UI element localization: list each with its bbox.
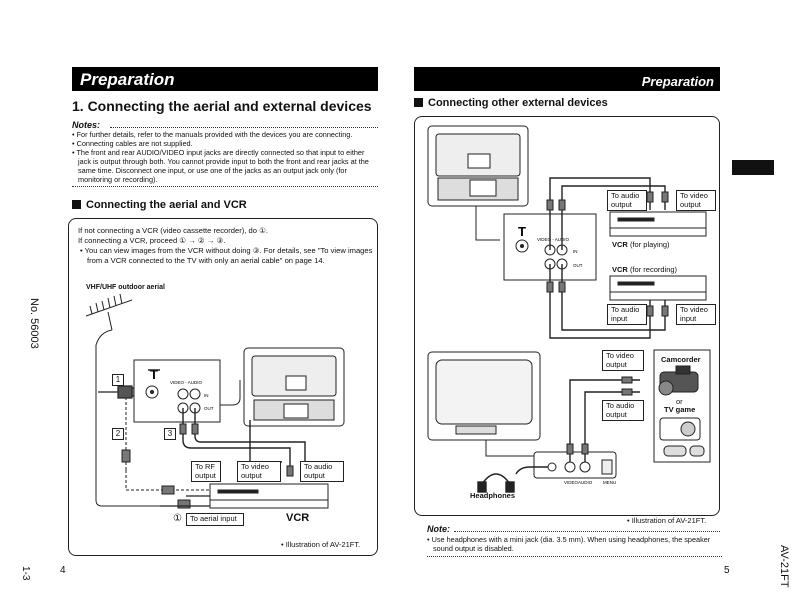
front-audio-label: AUDIO (578, 480, 593, 485)
vcr-icon (209, 483, 329, 509)
right-header-bar: Preparation (414, 67, 720, 91)
tv-game-label: TV game (664, 405, 696, 414)
intro-line: If not connecting a VCR (video cassette … (78, 226, 268, 235)
vcr-playing-label: VCR (for playing) (612, 240, 670, 249)
step1-marker: 1 (112, 374, 124, 386)
vcr-recording-label: VCR (for recording) (612, 265, 678, 274)
notes-title: Notes: (72, 120, 101, 130)
label-to-audio-input: To audio input (607, 304, 647, 325)
document-number: No. 56003 (28, 298, 40, 349)
label-to-video-output-right: To video output (676, 190, 716, 211)
note-item: • The front and rear AUDIO/VIDEO input j… (72, 148, 369, 184)
label-to-audio-output-right: To audio output (607, 190, 647, 211)
panel-in-label: IN (204, 393, 209, 398)
front-menu-label: MENU (603, 480, 616, 485)
headphones-icon (477, 473, 515, 493)
label-cam-to-audio-output: To audio output (602, 400, 644, 421)
left-header-bar: Preparation (72, 67, 378, 91)
aerial-vcr-diagram-box (68, 218, 378, 556)
label-to-aerial-input: To aerial input (186, 513, 244, 526)
note-item: • For further details, refer to the manu… (72, 130, 353, 139)
note-divider-top (454, 531, 720, 532)
model-number: AV-21FT (778, 545, 790, 588)
step1-circled: ① (173, 513, 182, 524)
label-to-rf-output: To RF output (191, 461, 221, 482)
front-video-label: VIDEO (564, 480, 579, 485)
panel-in-label-right: IN (573, 249, 578, 254)
headphones-label: Headphones (470, 491, 516, 500)
camcorder-label: Camcorder (661, 355, 701, 364)
step2-marker: 2 (112, 428, 124, 440)
panel-video-audio-label: VIDEO - AUDIO (170, 380, 203, 385)
vcr-recording-icon (609, 275, 707, 301)
notes-divider-top (110, 127, 378, 128)
page-number-left: 4 (60, 565, 66, 576)
label-to-audio-output: To audio output (300, 461, 344, 482)
illustration-note-right: • Illustration of AV-21FT. (627, 516, 707, 525)
other-devices-diagram-box (414, 116, 720, 516)
outdoor-aerial-icon (85, 293, 160, 507)
notes-list: • For further details, refer to the manu… (72, 130, 378, 184)
tv-front-panel-icon (533, 451, 617, 479)
vcr-label: VCR (286, 512, 310, 524)
aerial-label: VHF/UHF outdoor aerial (86, 284, 165, 291)
camcorder-icon (658, 365, 699, 396)
notes-divider-bottom (72, 186, 378, 187)
label-to-video-output: To video output (237, 461, 281, 482)
note-divider-bottom (427, 556, 722, 557)
or-label: or (676, 397, 683, 406)
vcr-playing-icon (609, 211, 707, 237)
section-tab-marker (732, 160, 774, 175)
panel-out-label: OUT (204, 406, 214, 411)
intro-bullet: • You can view images from the VCR witho… (80, 246, 373, 265)
subsection-title-aerial-vcr: Connecting the aerial and VCR (72, 199, 247, 211)
step3-marker: 3 (164, 428, 176, 440)
panel-video-audio-label-right: VIDEO - AUDIO (537, 237, 570, 242)
illustration-note-left: • Illustration of AV-21FT. (281, 540, 361, 549)
subsection-title-other-devices: Connecting other external devices (414, 97, 608, 109)
tv-rear-icon-right (427, 125, 529, 207)
square-bullet-icon (72, 200, 81, 209)
label-cam-to-video-output: To video output (602, 350, 644, 371)
square-bullet-icon (414, 98, 423, 107)
panel-out-label-right: OUT (573, 263, 583, 268)
camcorder-tvgame-box (653, 349, 711, 463)
tv-rear-icon (243, 347, 345, 427)
tv-game-icon (659, 417, 705, 457)
section-title: 1. Connecting the aerial and external de… (72, 98, 372, 114)
note-title-right: Note: (427, 524, 450, 534)
page-number-right: 5 (724, 565, 730, 576)
tv-front-icon (427, 351, 541, 441)
label-to-video-input: To video input (676, 304, 716, 325)
note-item: • Connecting cables are not supplied. (72, 139, 193, 148)
intro-text: If not connecting a VCR (video cassette … (78, 226, 373, 266)
page-code: 1-3 (20, 566, 31, 581)
tv-rear-panel-icon: T (133, 359, 221, 423)
svg-text:T: T (150, 367, 158, 382)
note-text-right: • Use headphones with a mini jack (dia. … (427, 535, 711, 553)
svg-text:T: T (518, 224, 526, 239)
intro-line: If connecting a VCR, proceed ① → ② → ③. (78, 236, 226, 245)
